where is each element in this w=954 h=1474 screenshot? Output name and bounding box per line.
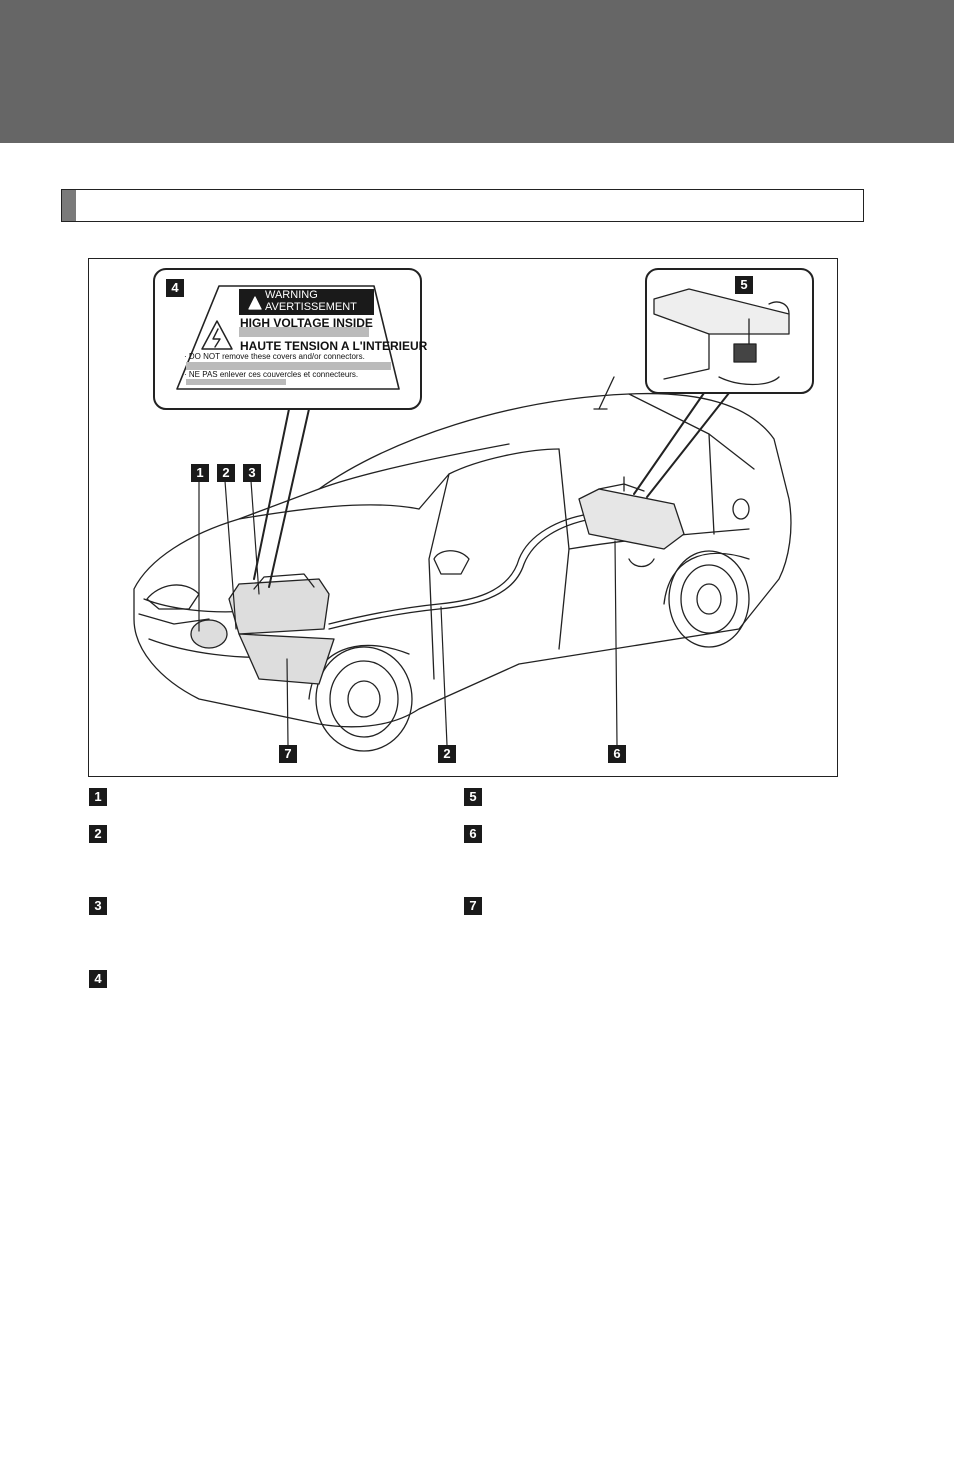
warning-label-inset — [153, 268, 422, 588]
callout-2-top: 2 — [217, 464, 235, 482]
legend-badge: 2 — [89, 825, 107, 843]
power-cable — [328, 513, 592, 630]
label-ne-pas-enlever: · NE PAS enlever ces couvercles et conne… — [184, 370, 359, 379]
service-plug-inset — [633, 268, 814, 498]
vehicle-diagram-svg — [133, 268, 814, 752]
battery-pack — [578, 476, 685, 568]
section-title-tab — [62, 190, 76, 221]
legend-badge: 3 — [89, 897, 107, 915]
legend-badge: 1 — [89, 788, 107, 806]
callout-4: 4 — [166, 279, 184, 297]
legend-badge: 6 — [464, 825, 482, 843]
callout-2-bottom: 2 — [438, 745, 456, 763]
label-warning: WARNING — [265, 289, 318, 301]
legend-badge: 7 — [464, 897, 482, 915]
legend-badge: 4 — [89, 970, 107, 988]
label-high-voltage: HIGH VOLTAGE INSIDE — [240, 316, 373, 330]
label-avertissement: AVERTISSEMENT — [265, 301, 357, 313]
engine-cluster — [190, 573, 335, 685]
page-header-band — [0, 0, 954, 143]
label-haute-tension: HAUTE TENSION A L'INTERIEUR — [240, 339, 428, 353]
callout-5: 5 — [735, 276, 753, 294]
callout-6: 6 — [608, 745, 626, 763]
legend-badge: 5 — [464, 788, 482, 806]
callout-1: 1 — [191, 464, 209, 482]
callout-7: 7 — [279, 745, 297, 763]
vehicle-diagram: 1 2 3 4 5 6 7 2 WARNING AVERTISSEMENT HI… — [88, 258, 838, 777]
callout-3: 3 — [243, 464, 261, 482]
callout-leader-lines — [198, 480, 618, 746]
label-do-not-remove: · DO NOT remove these covers and/or conn… — [184, 352, 365, 361]
car-illustration — [133, 376, 792, 752]
section-title-bar — [61, 189, 864, 222]
